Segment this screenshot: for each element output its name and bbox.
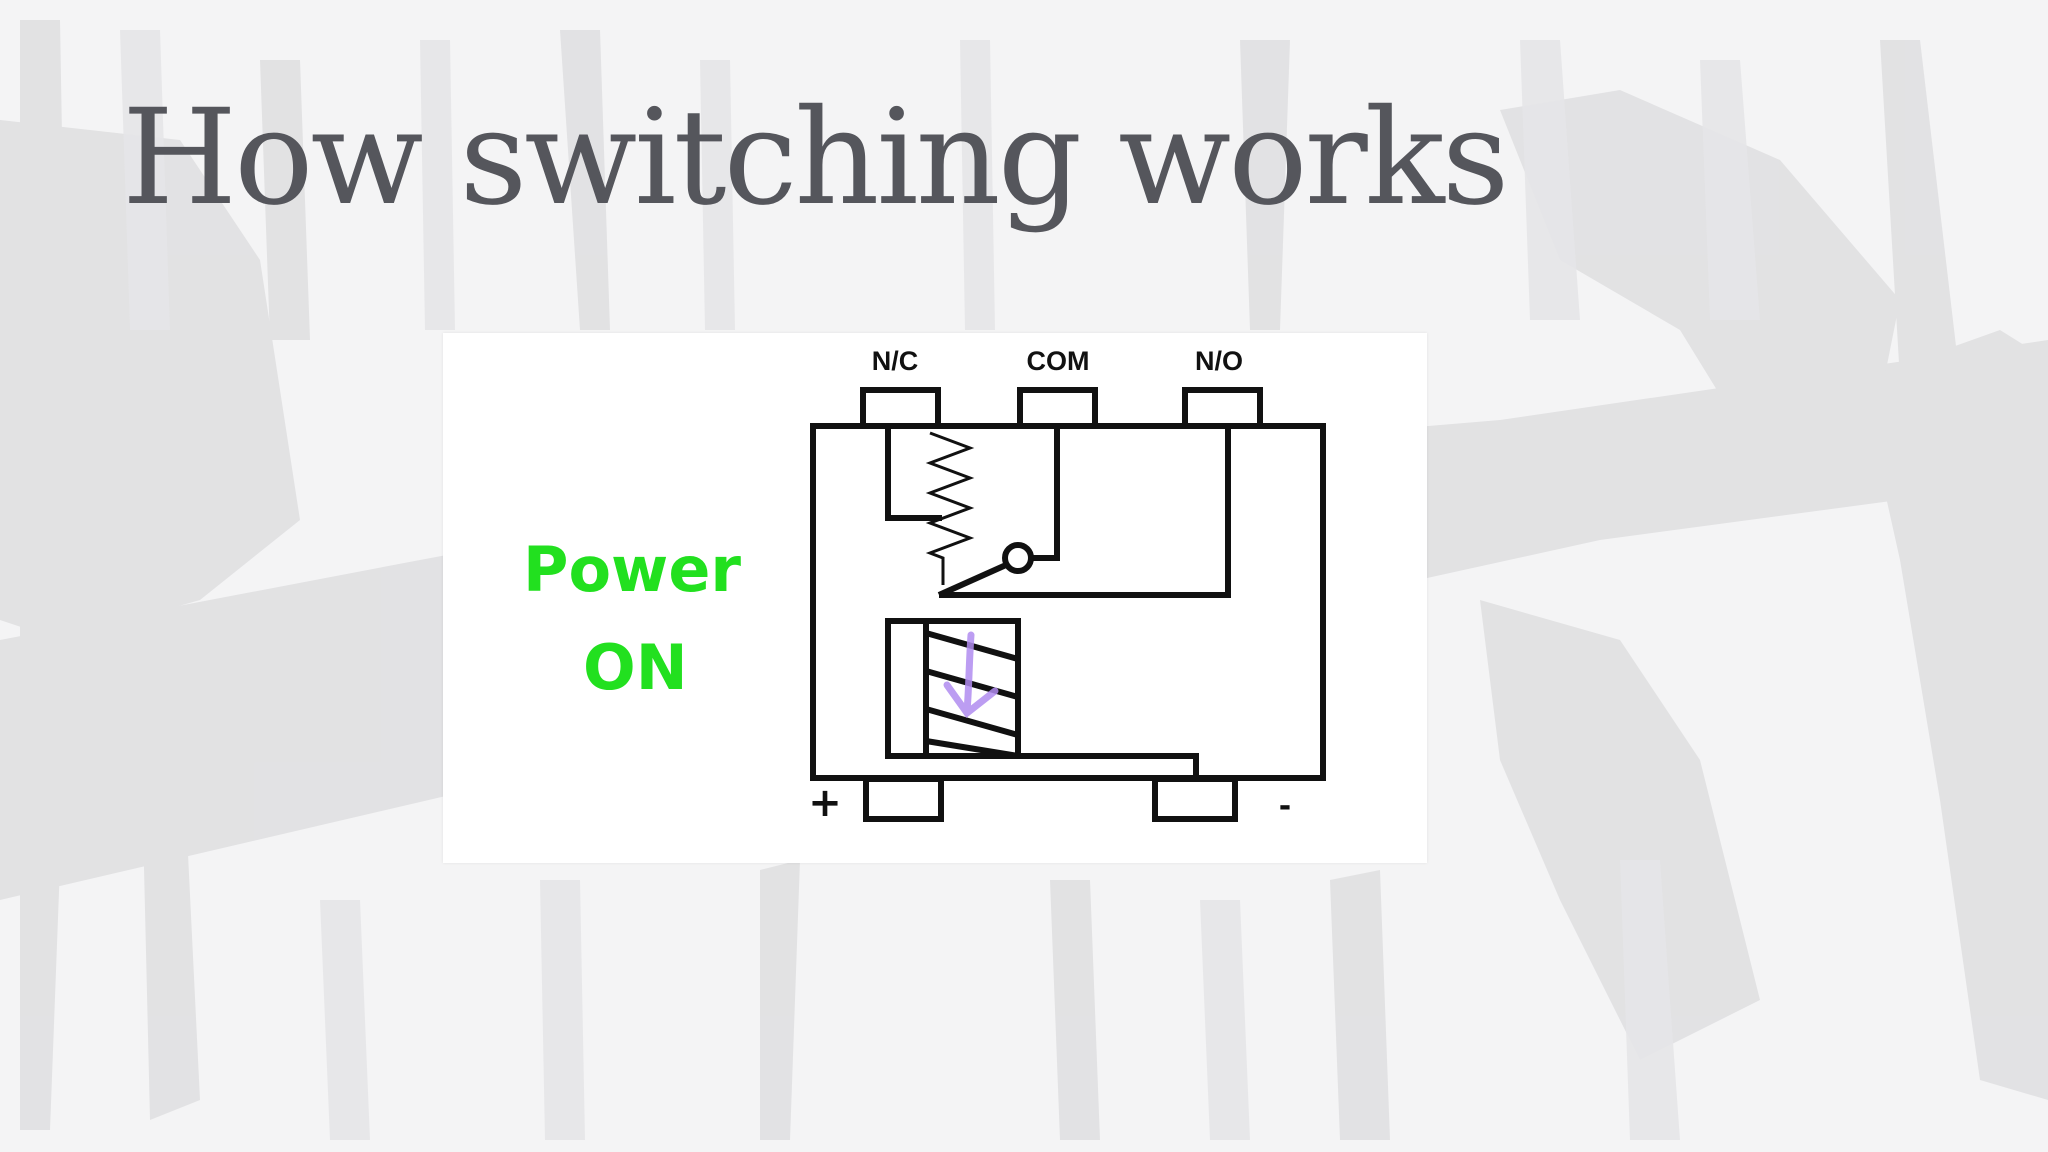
pin-label-com: COM xyxy=(1027,346,1090,376)
no-wire xyxy=(939,426,1231,598)
pin-label-nc: N/C xyxy=(872,346,919,376)
minus-terminal xyxy=(1152,776,1238,822)
nc-terminal xyxy=(860,387,941,429)
com-terminal xyxy=(1017,387,1098,429)
relay-diagram-panel: Power ON N/C COM N/O + - xyxy=(443,333,1427,863)
on-status-text: ON xyxy=(583,631,688,704)
slide-title: How switching works xyxy=(122,81,1509,235)
coil-lead-wire xyxy=(926,753,1199,779)
armature-pivot xyxy=(1002,542,1034,574)
polarity-plus-label: + xyxy=(808,780,842,826)
no-terminal xyxy=(1182,387,1263,429)
armature-lever xyxy=(937,562,1008,598)
pin-label-no: N/O xyxy=(1195,346,1243,376)
plus-terminal xyxy=(863,776,944,822)
power-status-text: Power xyxy=(523,533,741,606)
polarity-minus-label: - xyxy=(1279,789,1291,824)
relay-diagram: Power ON N/C COM N/O + - xyxy=(523,346,1326,826)
nc-contact-wire xyxy=(885,426,942,521)
return-spring-icon xyxy=(925,431,975,585)
com-wire xyxy=(1029,426,1060,561)
magnetic-pull-arrow-icon xyxy=(943,631,999,719)
